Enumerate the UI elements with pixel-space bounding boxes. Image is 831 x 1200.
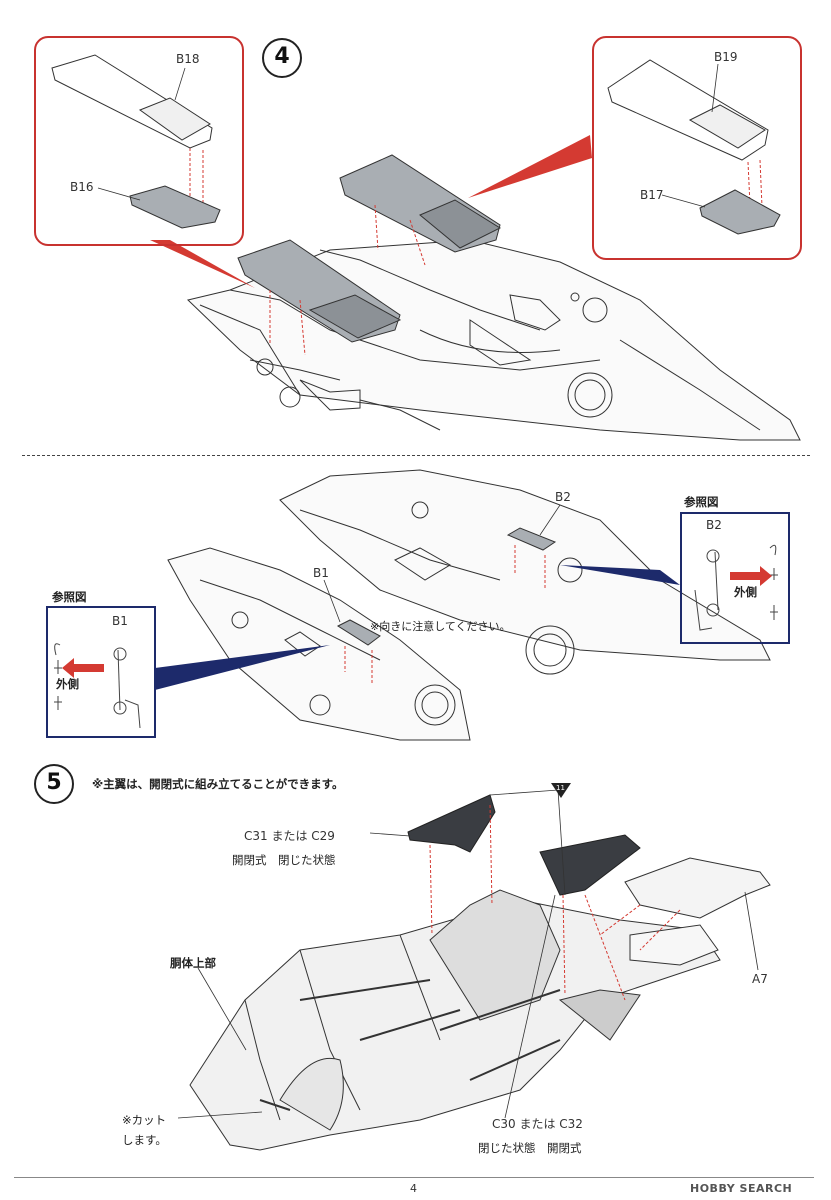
page-number: 4 <box>410 1182 417 1195</box>
ref-left-title: 参照図 <box>52 590 87 604</box>
cut-note-line2: します。 <box>122 1133 167 1147</box>
middle-fuselage-drawing <box>167 469 771 741</box>
step4-leader-right <box>468 135 592 198</box>
middle-gray-parts <box>336 527 557 646</box>
triangle-marker <box>551 783 571 798</box>
ref-right-drawing <box>694 544 778 631</box>
leader-ref-right <box>560 565 680 585</box>
label-b19: B19 <box>714 50 738 64</box>
section-divider <box>22 455 810 456</box>
step4-assembly-arrows <box>189 148 763 356</box>
inset-frame-right <box>592 36 802 260</box>
label-b18: B18 <box>176 52 200 66</box>
label-c30-c32-sub: 閉じた状態 開閉式 <box>478 1141 582 1155</box>
part-a7 <box>624 857 771 919</box>
ref-right-title: 参照図 <box>684 495 719 509</box>
outer-arrow-left <box>62 658 104 678</box>
ref-box-right <box>680 512 790 644</box>
inset-b19-drawing <box>607 59 781 235</box>
label-c31-c29-sub: 開閉式 閉じた状態 <box>232 853 336 867</box>
ref-box-left <box>46 606 156 738</box>
ref-left-side: 外側 <box>56 677 79 691</box>
ref-left-part: B1 <box>112 614 128 628</box>
step4-gray-parts <box>237 154 502 343</box>
step-4-badge: 4 <box>262 38 302 78</box>
label-c30-c32: C30 または C32 <box>492 1117 583 1131</box>
step5-note: ※主翼は、開閉式に組み立てることができます。 <box>92 777 344 791</box>
inset-b18-drawing <box>51 54 221 229</box>
watermark: HOBBY SEARCH <box>690 1182 793 1195</box>
step5-assembly-arrows <box>429 804 681 1001</box>
wing-c31-c29 <box>407 794 496 853</box>
label-b2: B2 <box>555 490 571 504</box>
outer-arrow-right <box>730 566 772 586</box>
label-b16: B16 <box>70 180 94 194</box>
step-5-badge: 5 <box>34 764 74 804</box>
label-c31-c29: C31 または C29 <box>244 829 335 843</box>
cut-note-line1: ※カット <box>122 1113 167 1127</box>
step4-leader-left <box>150 240 255 288</box>
footer-rule <box>14 1177 814 1178</box>
inset-frame-left <box>34 36 244 246</box>
wing-c30-c32 <box>539 834 641 896</box>
caution-note: ※向きに注意してください。 <box>370 620 511 633</box>
label-a7: A7 <box>752 972 768 986</box>
label-b1: B1 <box>313 566 329 580</box>
triangle-marker-number: 11 <box>556 784 565 792</box>
step5-fuselage-drawing <box>189 889 721 1151</box>
ref-left-drawing <box>54 643 141 729</box>
ref-right-side: 外側 <box>734 585 757 599</box>
ref-right-part: B2 <box>706 518 722 532</box>
leader-ref-left <box>155 645 330 690</box>
label-b17: B17 <box>640 188 664 202</box>
label-upper-fuselage: 胴体上部 <box>170 956 216 970</box>
